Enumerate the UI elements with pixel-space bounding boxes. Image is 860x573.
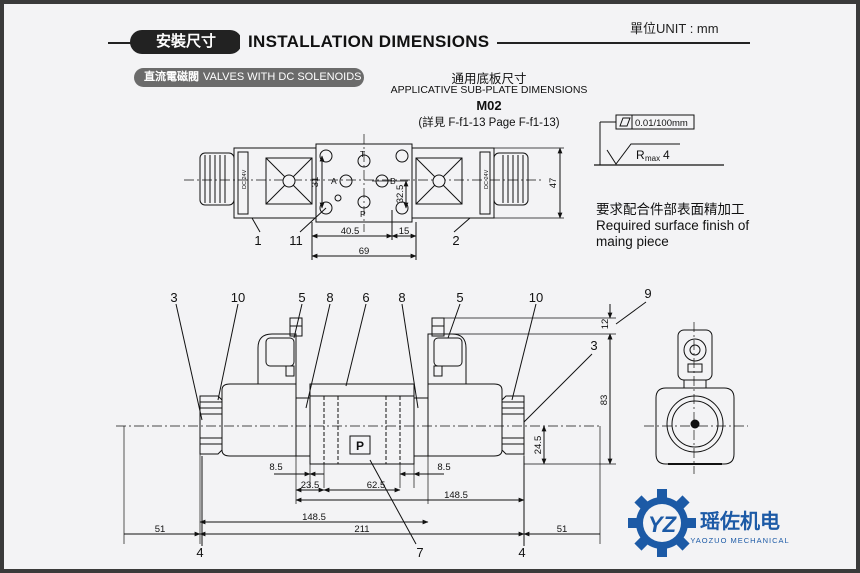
dim-40-5: 40.5 (341, 226, 360, 237)
header-badge: 安裝尺寸 (130, 30, 242, 54)
dim-15: 15 (399, 226, 410, 237)
dim-83: 83 (599, 395, 610, 406)
dim-31: 31 (310, 177, 321, 188)
subplate-cn-title: 通用底板尺寸 (451, 72, 527, 86)
surface-note-cn: 要求配合件部表面精加工 (596, 202, 745, 217)
port-label-b: B (390, 176, 396, 186)
dim-148-5-a: 148.5 (444, 490, 468, 501)
dim-148-5-b: 148.5 (302, 512, 326, 523)
callout-9: 9 (644, 286, 651, 301)
dim-51-left: 51 (155, 524, 166, 535)
surface-note-en-1: Required surface finish of (596, 218, 750, 233)
dim-12: 12 (600, 319, 611, 330)
callout-4-left: 4 (196, 545, 203, 560)
callout-6: 6 (362, 290, 369, 305)
dim-32-5: 32.5 (395, 185, 406, 204)
callout-1: 1 (254, 233, 261, 248)
unit-label: 單位UNIT : mm (630, 21, 719, 36)
dim-211: 211 (354, 524, 369, 535)
subheader-bar: 直流電磁閥 VALVES WITH DC SOLENOIDS (134, 68, 364, 87)
dim-8-5-left: 8.5 (269, 462, 282, 473)
page-title: INSTALLATION DIMENSIONS (240, 30, 498, 54)
coil-label-left: DC 24V (242, 169, 248, 189)
subplate-model: M02 (476, 98, 502, 113)
dim-23-5: 23.5 (301, 480, 320, 491)
subplate-ref: (詳見 F-f1-13 Page F-f1-13) (418, 117, 560, 129)
callout-5-right: 5 (456, 290, 463, 305)
callout-2: 2 (452, 233, 459, 248)
port-p-box (349, 435, 371, 455)
logo-en: YAOZUO MECHANICAL (690, 536, 789, 545)
callout-10-right: 10 (529, 290, 543, 305)
surface-finish-symbol (594, 114, 724, 166)
callout-8-left: 8 (326, 290, 333, 305)
callout-10-left: 10 (231, 290, 245, 305)
subplate-en-title: APPLICATIVE SUB-PLATE DIMENSIONS (390, 84, 588, 96)
top-view (184, 134, 564, 260)
surface-note-en-2: maing piece (596, 234, 669, 249)
callout-7: 7 (416, 545, 423, 560)
callout-5-left: 5 (298, 290, 305, 305)
subheader-en: VALVES WITH DC SOLENOIDS (203, 71, 362, 83)
port-label-a: A (331, 176, 337, 186)
roughness-sub: max (645, 154, 660, 163)
front-left-coil (221, 383, 297, 457)
callout-8-right: 8 (398, 290, 405, 305)
dim-8-5-right: 8.5 (437, 462, 450, 473)
dim-51-right: 51 (557, 524, 568, 535)
gear-icon: YZ (628, 489, 696, 557)
svg-text:YZ: YZ (648, 512, 678, 537)
front-left-knob (199, 395, 223, 455)
subheader-cn: 直流電磁閥 (144, 71, 199, 83)
logo-cn: 瑶佐机电 (700, 509, 780, 533)
callout-4-right: 4 (518, 545, 525, 560)
coil-label-right: DC 24V (484, 169, 490, 189)
callout-3-right: 3 (590, 338, 597, 353)
front-left-connector (257, 333, 297, 384)
dim-24-5: 24.5 (533, 436, 544, 455)
roughness-val: 4 (663, 148, 670, 162)
technical-drawing: 0.01/100mm R max 4 (116, 114, 789, 560)
dim-62-5: 62.5 (367, 480, 386, 491)
front-right-knob (501, 395, 525, 455)
drawing-page: 單位UNIT : mm 安裝尺寸 INSTALLATION DIMENSIONS… (4, 4, 856, 569)
side-view (644, 322, 748, 474)
dim-69: 69 (359, 246, 370, 257)
flatness-value: 0.01/100mm (635, 118, 688, 129)
front-view (116, 301, 647, 546)
port-p-label: P (356, 439, 364, 453)
port-label-t: T (360, 149, 365, 159)
brand-logo: YZ 瑶佐机电 YAOZUO MECHANICAL (628, 489, 789, 557)
roughness-r: R (636, 148, 645, 162)
dim-47: 47 (548, 178, 559, 189)
port-label-p: P (360, 209, 366, 219)
callout-11: 11 (289, 233, 303, 248)
callout-3-left: 3 (170, 290, 177, 305)
front-right-coil (427, 383, 503, 457)
top-right-knob (493, 152, 529, 206)
